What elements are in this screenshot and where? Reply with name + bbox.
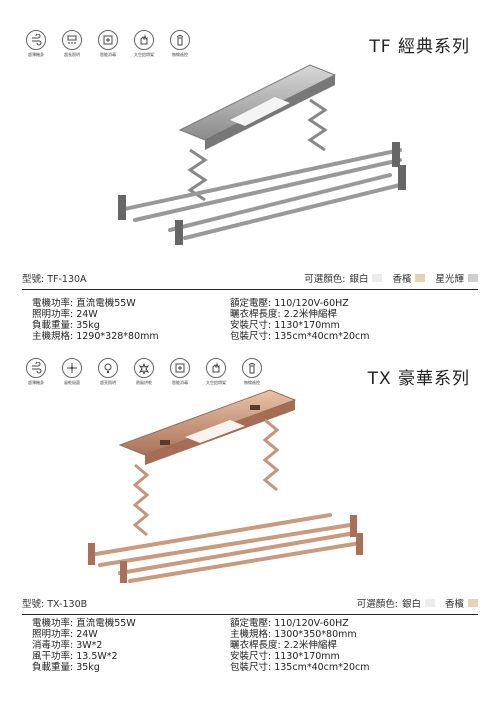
feature-item: 無線遙控	[166, 30, 194, 58]
remote-control-icon	[242, 358, 262, 378]
sterilize-icon	[98, 30, 118, 50]
tf-section: 超薄機身 超長照明 智能消毒 太空鋁帶架 無線遙控 TF 經典系列	[0, 0, 500, 350]
color-swatch-silver	[372, 274, 383, 282]
tf-model-row: 型號: TF-130A 可選顏色: 銀白 香檳 星光輝	[22, 270, 478, 286]
tx-section: 超薄機身 風乾殺菌 超亮照明 熱風烘乾 智能消毒	[0, 350, 500, 707]
wind-drying-icon	[26, 30, 46, 50]
series-title: TF 經典系列	[369, 37, 470, 57]
high-fan-icon	[62, 358, 82, 378]
feature-item: 智能消毒	[166, 358, 194, 386]
color-swatch-champagne	[468, 599, 478, 607]
model-number: 型號: TF-130A	[22, 274, 87, 285]
color-swatch-silver	[424, 599, 435, 607]
hand-rack-icon	[134, 30, 154, 50]
feature-item: 熱風烘乾	[130, 358, 158, 386]
model-number: 型號: TX-130B	[22, 599, 88, 610]
series-title: TX 豪華系列	[367, 369, 470, 389]
specs-right: 額定電壓: 110/120V-60HZ 曬衣桿長度: 2.2米伸縮桿 安裝尺寸:…	[230, 298, 370, 342]
color-swatch-starlight	[468, 274, 478, 282]
tf-product-image	[118, 64, 406, 245]
tx-feature-icons: 超薄機身 風乾殺菌 超亮照明 熱風烘乾 智能消毒	[22, 358, 266, 386]
tx-product-image	[88, 389, 363, 583]
heat-dry-icon	[134, 358, 154, 378]
uv-light-icon	[62, 30, 82, 50]
specs-right: 額定電壓: 110/120V-60HZ 主機規格: 1300*350*80mm …	[230, 618, 370, 673]
hand-rack-icon	[206, 358, 226, 378]
feature-item: 超薄機身	[22, 30, 50, 58]
divider	[22, 614, 478, 615]
specs-left: 電機功率: 直流電機55W 照明功率: 24W 消毒功率: 3W*2 風干功率:…	[32, 618, 136, 673]
color-swatch-champagne	[415, 274, 426, 282]
tf-feature-icons: 超薄機身 超長照明 智能消毒 太空鋁帶架 無線遙控	[22, 30, 194, 58]
sterilize-icon	[170, 358, 190, 378]
feature-item: 超薄機身	[22, 358, 50, 386]
feature-item: 太空鋁帶架	[202, 358, 230, 386]
color-options: 可選顏色: 銀白 香檳 星光輝	[304, 271, 478, 285]
feature-item: 超長照明	[58, 30, 86, 58]
feature-item: 太空鋁帶架	[130, 30, 158, 58]
tx-model-row: 型號: TX-130B 可選顏色: 銀白 香檳	[22, 595, 478, 611]
feature-item: 無線遙控	[238, 358, 266, 386]
remote-control-icon	[170, 30, 190, 50]
specs-left: 電機功率: 直流電機55W 照明功率: 24W 負載重量: 35kg 主機規格:…	[32, 298, 159, 342]
color-options: 可選顏色: 銀白 香檳	[357, 596, 478, 610]
feature-item: 風乾殺菌	[58, 358, 86, 386]
light-icon	[98, 358, 118, 378]
wind-drying-icon	[26, 358, 46, 378]
feature-item: 智能消毒	[94, 30, 122, 58]
divider	[22, 289, 478, 290]
feature-item: 超亮照明	[94, 358, 122, 386]
